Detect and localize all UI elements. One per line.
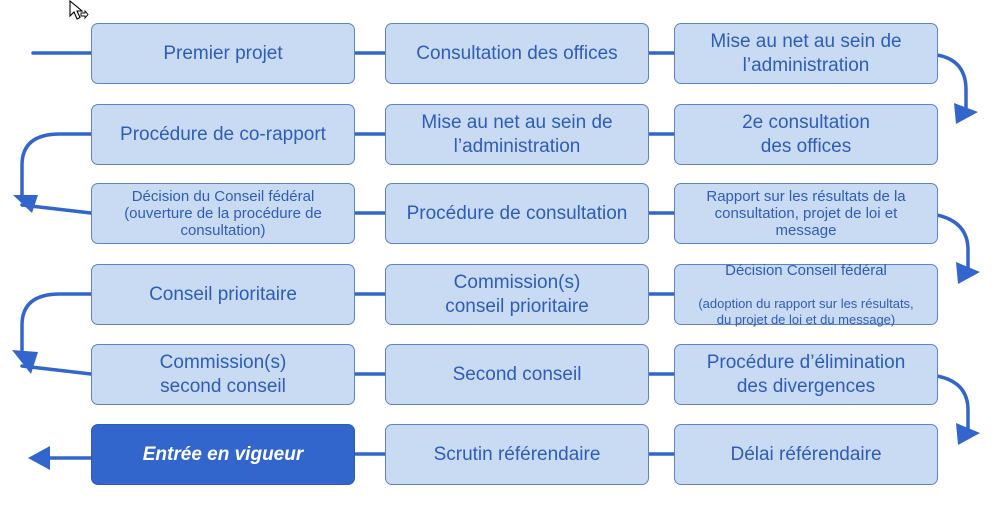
step-label: Premier projet: [163, 42, 283, 64]
step-label: Second conseil: [452, 363, 582, 385]
step-label: Entrée en vigueur: [142, 443, 304, 465]
step-commission-second-conseil: Commission(s) second conseil: [91, 344, 355, 405]
step-mise-au-net-2: Mise au net au sein de l’administration: [385, 104, 649, 165]
arrowhead-r1-r2: [954, 103, 978, 124]
step-consultation-offices: Consultation des offices: [385, 23, 649, 84]
step-label: Mise au net au sein de l’administration: [710, 30, 902, 76]
step-label: Conseil prioritaire: [149, 283, 297, 305]
step-deuxieme-consultation: 2e consultation des offices: [674, 104, 938, 165]
step-elimination-divergences: Procédure d’élimination des divergences: [674, 344, 938, 405]
arrowhead-r4-r5: [12, 350, 38, 374]
step-label: Commission(s) second conseil: [159, 351, 287, 397]
step-scrutin-referendaire: Scrutin référendaire: [385, 424, 649, 485]
turn-r5-r6: [935, 374, 970, 432]
connector-r5-a: [20, 364, 93, 376]
step-label: Décision du Conseil fédéral (ouverture d…: [124, 188, 322, 239]
arrowhead-r2-r3: [13, 195, 38, 213]
step-decision-conseil-federal-1: Décision du Conseil fédéral (ouverture d…: [91, 183, 355, 244]
step-rapport-resultats: Rapport sur les résultats de la consulta…: [674, 183, 938, 244]
step-delai-referendaire: Délai référendaire: [674, 424, 938, 485]
turn-r1-r2: [935, 53, 968, 114]
step-label: Procédure de co-rapport: [120, 123, 326, 145]
step-label: Procédure de consultation: [406, 202, 628, 224]
step-commission-conseil-prioritaire: Commission(s) conseil prioritaire: [385, 264, 649, 325]
move-cursor-icon: [69, 0, 89, 20]
step-conseil-prioritaire: Conseil prioritaire: [91, 264, 355, 325]
step-second-conseil: Second conseil: [385, 344, 649, 405]
step-mise-au-net-1: Mise au net au sein de l’administration: [674, 23, 938, 84]
step-premier-projet: Premier projet: [91, 23, 355, 84]
turn-r2-r3: [20, 132, 93, 197]
arrowhead-r3-r4: [956, 262, 980, 284]
step-note: (adoption du rapport sur les résultats, …: [698, 295, 914, 327]
step-label: Scrutin référendaire: [433, 443, 601, 465]
arrowhead-exit: [28, 446, 50, 470]
step-label: Consultation des offices: [416, 42, 618, 64]
step-label: Mise au net au sein de l’administration: [421, 111, 613, 157]
step-label: Commission(s) conseil prioritaire: [445, 271, 589, 317]
step-title: Décision Conseil fédéral: [725, 261, 887, 279]
step-label: Délai référendaire: [730, 443, 882, 465]
step-procedure-co-rapport: Procédure de co-rapport: [91, 104, 355, 165]
step-entree-en-vigueur: Entrée en vigueur: [91, 424, 355, 485]
step-title-wrap: Décision Conseil fédéral (adoption du ra…: [698, 245, 913, 345]
step-label: Procédure d’élimination des divergences: [706, 351, 906, 397]
step-decision-conseil-federal-2: Décision Conseil fédéral (adoption du ra…: [674, 262, 938, 327]
turn-r4-r5: [20, 292, 93, 352]
step-label: Rapport sur les résultats de la consulta…: [706, 188, 906, 239]
step-label: 2e consultation des offices: [742, 111, 870, 157]
arrowhead-r5-r6: [956, 423, 980, 445]
step-procedure-consultation: Procédure de consultation: [385, 183, 649, 244]
turn-r3-r4: [935, 213, 970, 270]
